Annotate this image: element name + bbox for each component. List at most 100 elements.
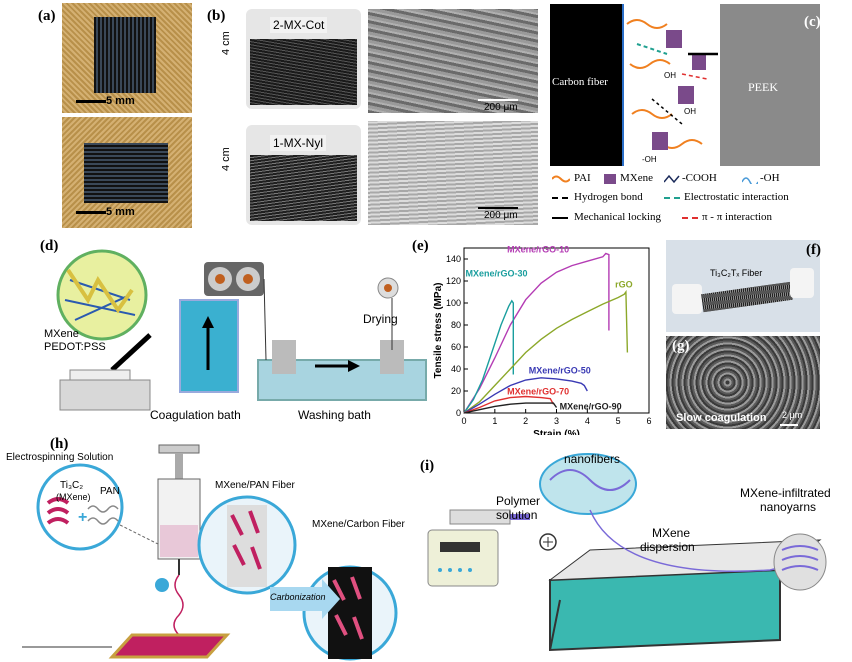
legend-electrostatic-swatch: [664, 197, 680, 199]
panel-a-scale-bottom: 5 mm: [106, 206, 135, 218]
panel-d: MXene PEDOT:PSS Drying Coagulation bath …: [40, 240, 430, 425]
panel-i-nanoyarns: nanoyarns: [760, 500, 817, 514]
legend-oh: -OH: [760, 172, 780, 184]
panel-h-electrospin: Electrospinning Solution: [6, 452, 114, 463]
panel-h-mxpan: MXene/PAN Fiber: [215, 480, 295, 491]
label-i: (i): [420, 458, 435, 474]
series-label-3: MXene/rGO-50: [529, 365, 591, 375]
panel-h-mxcarbon: MXene/Carbon Fiber: [312, 519, 405, 530]
label-d: (d): [40, 238, 59, 254]
panel-d-schematic: [56, 249, 427, 411]
panel-g-caption: Slow coagulation: [676, 412, 767, 424]
panel-b-sem-scale-top: 200 μm: [484, 102, 518, 113]
mxene-flake-2: [678, 86, 694, 104]
panel-a: 5 mm 5 mm: [62, 3, 192, 228]
ground-wire: [549, 599, 561, 651]
panel-a-scalebar-bottom: [76, 211, 106, 214]
pai-chain-2: [629, 59, 671, 69]
hv-source: [155, 578, 169, 592]
panel-b: 2-MX-Cot 4 cm 200 μm 1-MX-Nyl 4 cm 200 μ…: [222, 3, 540, 228]
panel-i-solution: solution: [496, 508, 538, 522]
peek-label: PEEK: [748, 80, 778, 94]
interface-schematic: OH OH -OH: [626, 19, 718, 164]
y-tick-label-4: 80: [451, 320, 461, 330]
panel-g-scalebar: [780, 424, 798, 426]
y-tick-label-2: 40: [451, 364, 461, 374]
legend-mxene: MXene: [620, 172, 653, 184]
series-line-4: [463, 395, 555, 414]
panel-f-fiber-label: Ti₃C₂Tₓ Fiber: [710, 268, 763, 278]
mxene-flake-1: [666, 30, 682, 48]
pai-chain-3: [631, 109, 673, 119]
fiber-jet: [173, 574, 184, 636]
collector: [108, 633, 231, 659]
legend-mech-swatch: [552, 217, 568, 219]
label-b: (b): [207, 8, 226, 24]
legend-cooh-swatch: [664, 174, 680, 184]
legend-hbond: Hydrogen bond: [574, 191, 643, 203]
legend-pipi: π - π interaction: [702, 211, 773, 223]
panel-i-nanofibers: nanofibers: [564, 452, 621, 466]
yarn-spool: [773, 533, 827, 591]
panel-h: Electrospinning Solution Ti₃C₂ (MXene) +…: [2, 435, 412, 661]
syringe-pump-body: [427, 529, 499, 587]
panel-i-schematic: [427, 453, 827, 652]
panel-h-mxene: (MXene): [56, 492, 91, 502]
carbonization-arrow: [270, 579, 340, 619]
panel-i-polymer: Polymer: [496, 494, 541, 508]
series-line-5: [463, 402, 558, 414]
pai-chain-1: [626, 19, 668, 29]
series-line-2: [463, 289, 629, 414]
series-line-3: [463, 377, 588, 414]
panel-b-tag-top: 2-MX-Cot: [270, 17, 328, 33]
panel-a-knit-bottom: [84, 143, 168, 203]
series-line-0: [463, 252, 610, 414]
legend-pai-swatch: [552, 175, 570, 183]
solution-zoom: [36, 463, 124, 551]
fiber-holder-right: [790, 268, 814, 298]
fiber-holder-left: [672, 284, 702, 314]
series-label-4: MXene/rGO-70: [507, 386, 569, 396]
panel-d-wash: Washing bath: [298, 408, 371, 422]
mxene-flake-4: [692, 54, 706, 70]
panel-a-scale-top: 5 mm: [106, 95, 135, 107]
panel-b-sem-scalebar-top: [478, 99, 518, 101]
oh-label-3: -OH: [642, 155, 657, 164]
panel-i: nanofibers Polymer solution MXene disper…: [420, 450, 850, 660]
panel-b-dim-bottom: 4 cm: [222, 147, 232, 171]
legend-hbond-swatch: [552, 197, 568, 199]
mxene-pedot-zoom: [56, 249, 148, 341]
y-tick-label-1: 20: [451, 386, 461, 396]
pi-interaction: [681, 73, 708, 80]
oh-label-2: OH: [684, 107, 696, 116]
legend-mech: Mechanical locking: [574, 211, 662, 223]
label-e: (e): [412, 238, 429, 254]
panel-i-dispersion: dispersion: [640, 540, 695, 554]
y-tick-label-5: 100: [446, 298, 461, 308]
panel-h-pan: PAN: [100, 486, 120, 497]
x-tick-label-5: 5: [616, 416, 621, 426]
x-tick-label-6: 6: [646, 416, 651, 426]
panel-d-mxene: MXene: [44, 328, 79, 340]
series-label-0: MXene/rGO-10: [507, 244, 569, 254]
x-tick-label-2: 2: [523, 416, 528, 426]
panel-d-coag: Coagulation bath: [150, 408, 241, 422]
panel-a-photo-bottom: [62, 117, 192, 228]
label-a: (a): [38, 8, 56, 24]
panel-i-infiltrated: MXene-infiltrated: [740, 486, 831, 500]
nanofiber-zoom: [539, 453, 637, 515]
panel-h-schematic: [22, 444, 398, 661]
y-tick-label-6: 120: [446, 276, 461, 286]
fiber-bundle: [701, 281, 793, 313]
panel-b-tag-bottom: 1-MX-Nyl: [270, 135, 326, 151]
x-tick-label-4: 4: [585, 416, 590, 426]
panel-c-legend: PAI MXene -COOH -OH Hydrogen bond Electr…: [552, 172, 827, 234]
panel-h-plus: +: [78, 509, 88, 526]
series-label-1: MXene/rGO-30: [466, 269, 528, 279]
panel-g-scale: 2 μm: [782, 410, 803, 420]
mxene-flake-3: [652, 132, 668, 150]
legend-electrostatic: Electrostatic interaction: [684, 191, 789, 203]
panel-b-sem-top: [368, 9, 538, 113]
label-g: (g): [672, 338, 690, 354]
